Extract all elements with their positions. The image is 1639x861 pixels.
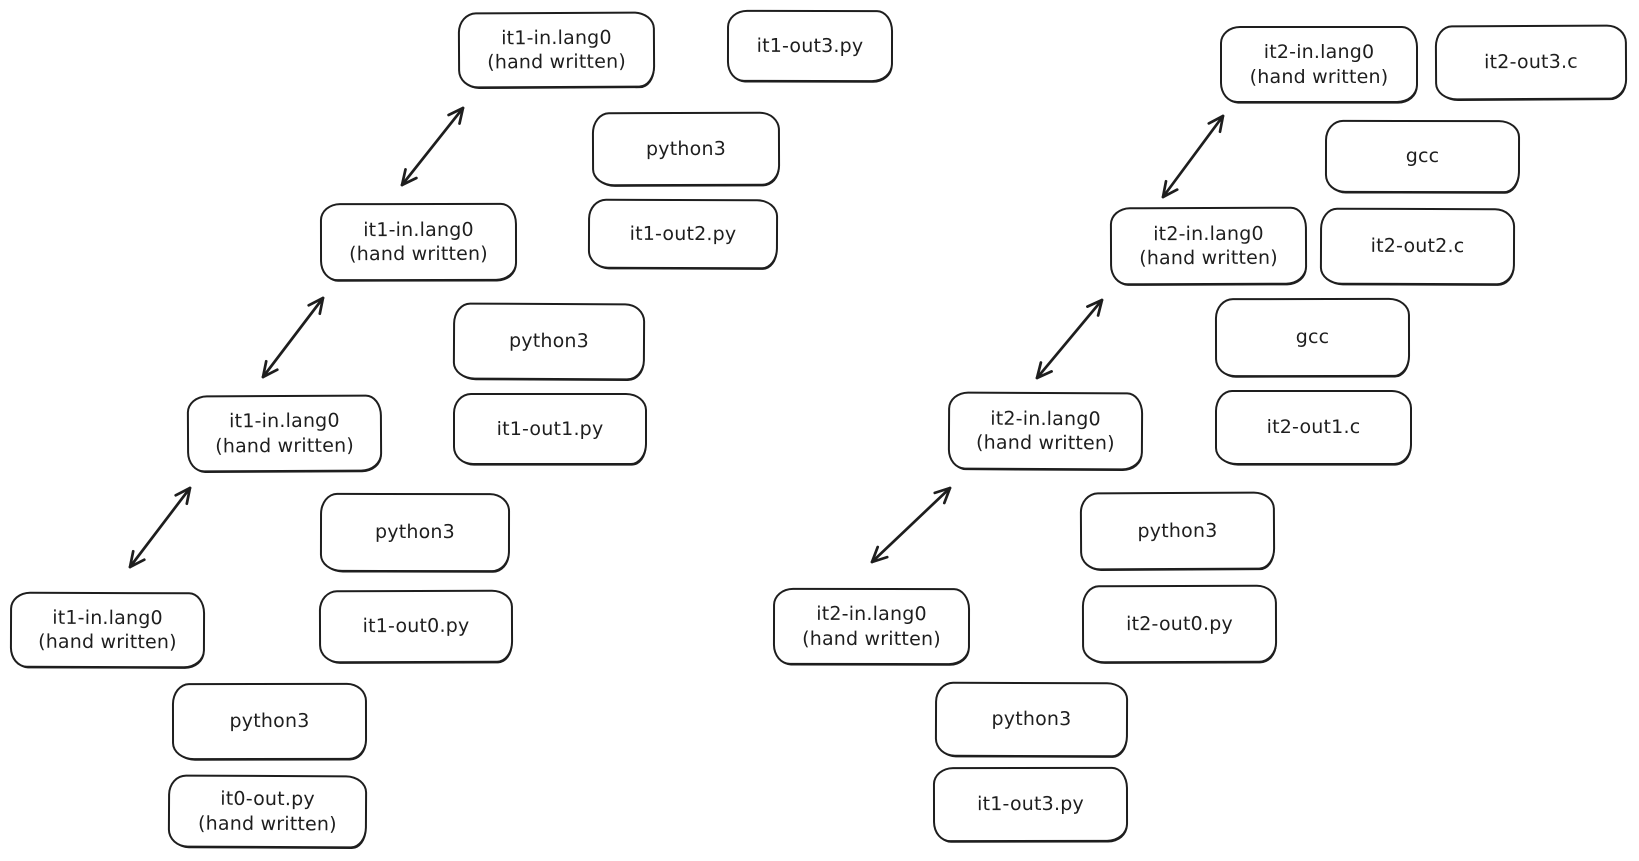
arrow-it1-step0-step1[interactable]	[128, 486, 192, 569]
node-gcc-r2[interactable]: gcc	[1214, 297, 1411, 378]
node-it2-in-step1[interactable]: it2-in.lang0 (hand written)	[947, 391, 1144, 471]
arrow-it2-step1-step2[interactable]	[1035, 298, 1104, 380]
node-label: python3	[508, 330, 590, 353]
node-label: it2-in.lang0 (hand written)	[1139, 222, 1278, 270]
node-it2-in-step0[interactable]: it2-in.lang0 (hand written)	[772, 587, 971, 666]
node-label: it2-in.lang0 (hand written)	[1249, 41, 1389, 88]
node-python3-l0[interactable]: python3	[171, 682, 368, 761]
node-label: python3	[229, 710, 310, 733]
node-it2-in-step2[interactable]: it2-in.lang0 (hand written)	[1109, 206, 1308, 286]
node-it1-out2[interactable]: it1-out2.py	[587, 198, 779, 270]
node-label: it2-out2.c	[1370, 235, 1465, 258]
arrow-it1-step1-step2[interactable]	[261, 296, 325, 379]
node-label: python3	[1137, 519, 1218, 543]
node-it1-out3-input[interactable]: it1-out3.py	[932, 766, 1129, 843]
node-label: gcc	[1295, 326, 1330, 349]
node-label: it1-out3.py	[756, 34, 864, 57]
node-label: it1-in.lang0 (hand written)	[38, 606, 177, 654]
node-gcc-r3[interactable]: gcc	[1324, 119, 1521, 194]
node-label: it2-out1.c	[1266, 416, 1361, 439]
node-python3-r0[interactable]: python3	[934, 681, 1129, 758]
node-label: it2-out3.c	[1484, 51, 1578, 74]
node-label: it1-in.lang0 (hand written)	[349, 218, 488, 266]
node-it2-out0[interactable]: it2-out0.py	[1081, 584, 1278, 664]
node-label: python3	[374, 521, 455, 544]
node-label: python3	[991, 708, 1072, 731]
node-label: it1-in.lang0 (hand written)	[487, 26, 626, 74]
node-python3-l1[interactable]: python3	[319, 492, 511, 573]
node-it2-out3[interactable]: it2-out3.c	[1434, 24, 1628, 101]
node-label: it1-out2.py	[629, 222, 737, 246]
node-label: python3	[645, 137, 727, 160]
node-it1-out3[interactable]: it1-out3.py	[726, 9, 894, 83]
node-it2-out2[interactable]: it2-out2.c	[1319, 207, 1516, 286]
node-it2-in-step3[interactable]: it2-in.lang0 (hand written)	[1220, 26, 1418, 103]
node-it1-in-step1[interactable]: it1-in.lang0 (hand written)	[186, 394, 383, 473]
node-label: it1-in.lang0 (hand written)	[215, 409, 354, 457]
node-label: it0-out.py (hand written)	[198, 787, 337, 835]
node-label: it2-out0.py	[1126, 612, 1233, 636]
node-python3-l2[interactable]: python3	[452, 302, 646, 381]
arrow-it2-step2-step3[interactable]	[1161, 114, 1225, 199]
node-it1-out1[interactable]: it1-out1.py	[453, 393, 647, 465]
node-python3-l3[interactable]: python3	[591, 111, 781, 187]
arrow-it2-step0-step1[interactable]	[870, 486, 952, 564]
node-label: it2-in.lang0 (hand written)	[802, 603, 941, 650]
node-it1-out0[interactable]: it1-out0.py	[318, 589, 514, 664]
node-it0-out[interactable]: it0-out.py (hand written)	[167, 774, 368, 849]
arrow-it1-step2-step3[interactable]	[400, 106, 465, 187]
node-label: it1-out3.py	[977, 793, 1084, 816]
node-it1-in-step0[interactable]: it1-in.lang0 (hand written)	[9, 591, 206, 669]
node-it1-in-step2[interactable]: it1-in.lang0 (hand written)	[319, 202, 518, 282]
node-it2-out1[interactable]: it2-out1.c	[1215, 390, 1412, 465]
node-label: it1-out1.py	[496, 417, 604, 440]
node-label: gcc	[1405, 145, 1440, 168]
node-python3-r1[interactable]: python3	[1079, 491, 1276, 571]
node-it1-in-step3[interactable]: it1-in.lang0 (hand written)	[457, 11, 656, 89]
node-label: it1-out0.py	[362, 615, 470, 638]
node-label: it2-in.lang0 (hand written)	[976, 407, 1115, 455]
